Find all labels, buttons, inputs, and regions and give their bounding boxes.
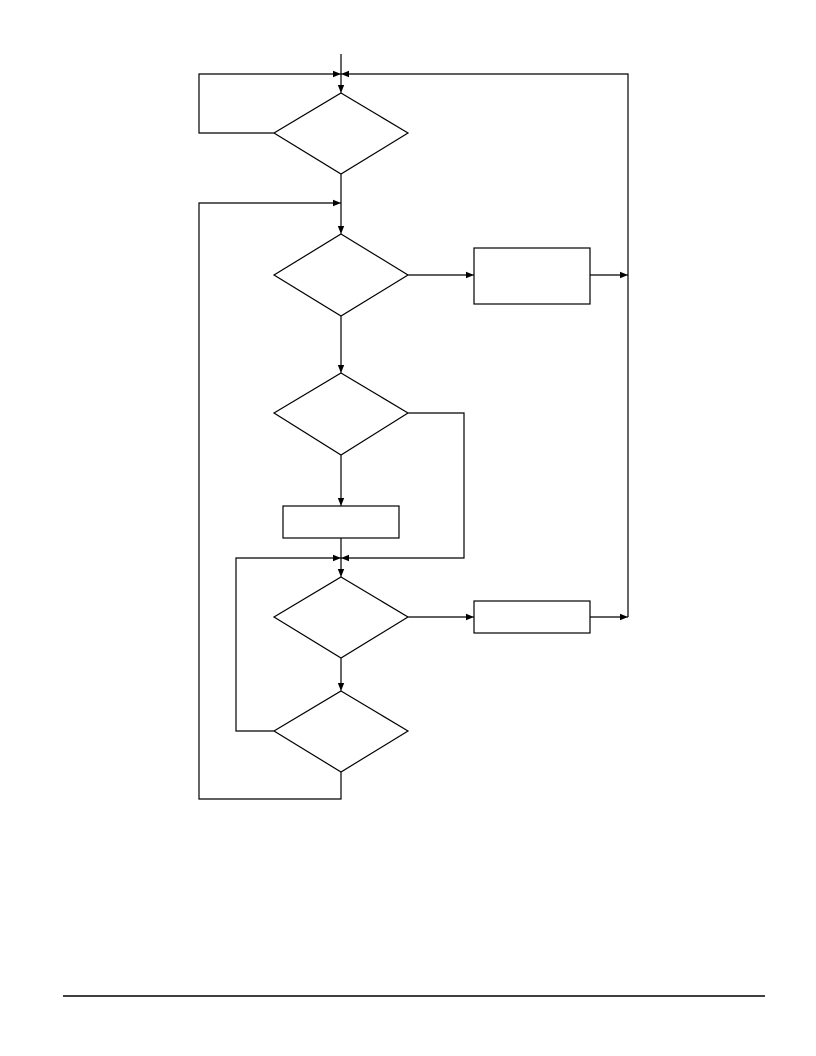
decision-5 xyxy=(272,690,410,773)
connector-decision-1-loop xyxy=(198,70,341,134)
connector-right-rail xyxy=(341,70,629,617)
process-1 xyxy=(473,247,591,305)
decision-3 xyxy=(272,372,410,456)
decision-2 xyxy=(272,233,410,317)
decision-4 xyxy=(272,576,410,659)
connectors xyxy=(198,54,629,800)
process-3 xyxy=(473,600,591,634)
nodes xyxy=(272,92,591,773)
connector-decision-3-bypass xyxy=(341,412,465,562)
connector-decision-5-inner-loop xyxy=(235,554,341,732)
connector-decision-5-outer-loop xyxy=(198,199,342,800)
decision-1 xyxy=(272,92,410,175)
process-2 xyxy=(282,505,400,539)
